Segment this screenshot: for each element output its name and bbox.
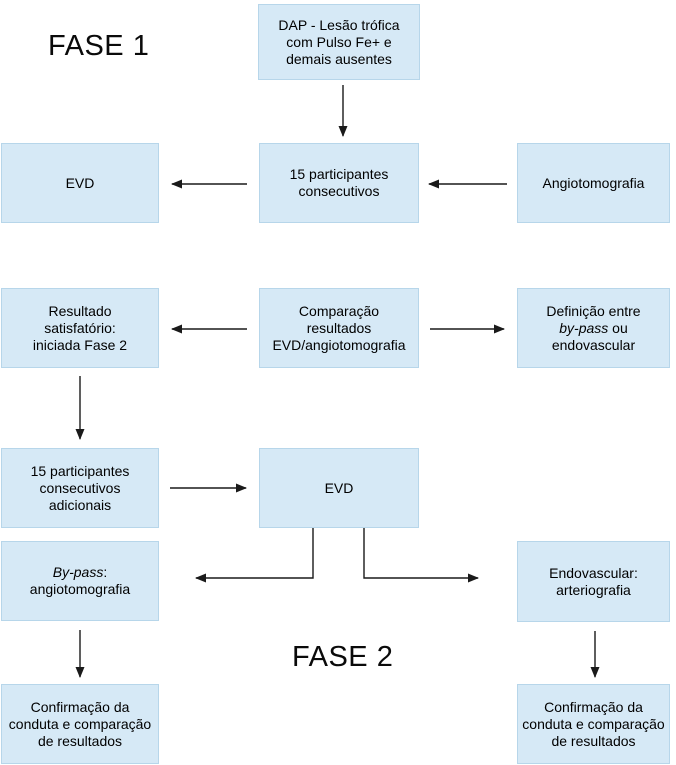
node-dap: DAP - Lesão trófica com Pulso Fe+ e dema… xyxy=(258,4,420,80)
node-adicionais: 15 participantes consecutivos adicionais xyxy=(1,448,159,528)
node-definicao-label: Definição entre by-pass ou endovascular xyxy=(518,303,669,354)
node-participantes-label: 15 participantes consecutivos xyxy=(260,166,418,200)
node-comparacao-line: EVD/angiotomografia xyxy=(272,336,406,353)
node-bypass-line: By-pass: xyxy=(2,564,158,581)
node-definicao-line: Definição entre xyxy=(546,302,641,319)
node-bypass-italic: By-pass xyxy=(52,564,104,580)
node-participantes-line: 15 participantes xyxy=(289,166,389,182)
node-adicionais-line: adicionais xyxy=(48,496,112,513)
node-dap-line: com Pulso Fe+ e xyxy=(286,33,392,50)
node-confirmacao-left-line: conduta e comparação xyxy=(8,715,152,732)
node-confirmacao-left-line: de resultados xyxy=(37,732,123,749)
node-resultado-label: Resultado satisfatório: iniciada Fase 2 xyxy=(2,303,158,354)
node-evd1-line: EVD xyxy=(65,174,95,191)
node-bypass-label: By-pass: angiotomografia xyxy=(2,564,158,598)
node-endovascular-line: arteriografia xyxy=(556,581,631,598)
node-resultado: Resultado satisfatório: iniciada Fase 2 xyxy=(1,288,159,368)
node-definicao-line: endovascular xyxy=(551,336,636,353)
node-comparacao: Comparação resultados EVD/angiotomografi… xyxy=(259,288,419,368)
node-definicao: Definição entre by-pass ou endovascular xyxy=(517,288,670,368)
node-adicionais-label: 15 participantes consecutivos adicionais xyxy=(2,463,158,514)
node-resultado-line: Resultado xyxy=(48,302,112,319)
node-endovascular: Endovascular: arteriografia xyxy=(517,541,670,622)
node-resultado-line: satisfatório: xyxy=(44,319,116,336)
arrow-evd2-to-bypass xyxy=(195,528,314,583)
node-definicao-after: ou xyxy=(608,319,628,336)
node-confirmacao-right: Confirmação da conduta e comparação de r… xyxy=(517,684,670,764)
node-confirmacao-right-line: conduta e comparação xyxy=(522,715,665,732)
node-endovascular-label: Endovascular: arteriografia xyxy=(518,565,669,599)
node-comparacao-line: resultados xyxy=(306,319,372,336)
node-bypass: By-pass: angiotomografia xyxy=(1,541,159,621)
node-definicao-italic: by-pass xyxy=(559,319,609,336)
node-confirmacao-left-line: Confirmação da xyxy=(30,698,130,715)
node-evd2: EVD xyxy=(259,448,419,528)
node-evd2-label: EVD xyxy=(260,480,418,497)
node-confirmacao-right-label: Confirmação da conduta e comparação de r… xyxy=(518,699,669,750)
node-adicionais-line: consecutivos xyxy=(39,479,121,496)
node-adicionais-line: 15 participantes xyxy=(30,462,130,479)
node-angiotomografia-label: Angiotomografia xyxy=(518,175,669,192)
node-comparacao-line: Comparação xyxy=(298,302,380,319)
node-angiotomografia: Angiotomografia xyxy=(517,143,670,223)
node-confirmacao-right-line: de resultados xyxy=(551,732,636,749)
node-bypass-after: : xyxy=(103,564,108,580)
node-confirmacao-left: Confirmação da conduta e comparação de r… xyxy=(1,684,159,764)
node-dap-line: demais ausentes xyxy=(286,50,392,67)
node-angiotomografia-line: Angiotomografia xyxy=(542,174,645,191)
node-bypass-line: angiotomografia xyxy=(29,581,131,597)
node-endovascular-line: Endovascular: xyxy=(549,564,638,581)
node-comparacao-label: Comparação resultados EVD/angiotomografi… xyxy=(260,303,418,354)
node-evd1: EVD xyxy=(1,143,159,223)
node-participantes-line: consecutivos xyxy=(298,183,380,199)
node-dap-label: DAP - Lesão trófica com Pulso Fe+ e dema… xyxy=(259,17,419,68)
arrow-evd2-to-endovascular xyxy=(363,528,479,583)
node-participantes: 15 participantes consecutivos xyxy=(259,143,419,223)
phase1-label: FASE 1 xyxy=(48,30,150,62)
node-confirmacao-right-line: Confirmação da xyxy=(544,698,643,715)
node-evd2-line: EVD xyxy=(324,479,354,496)
node-evd1-label: EVD xyxy=(2,175,158,192)
node-dap-line: DAP - Lesão trófica xyxy=(278,16,400,33)
node-definicao-line: by-pass ou xyxy=(518,320,669,337)
node-resultado-line: iniciada Fase 2 xyxy=(32,336,128,353)
node-confirmacao-left-label: Confirmação da conduta e comparação de r… xyxy=(2,699,158,750)
phase2-label: FASE 2 xyxy=(292,641,394,673)
